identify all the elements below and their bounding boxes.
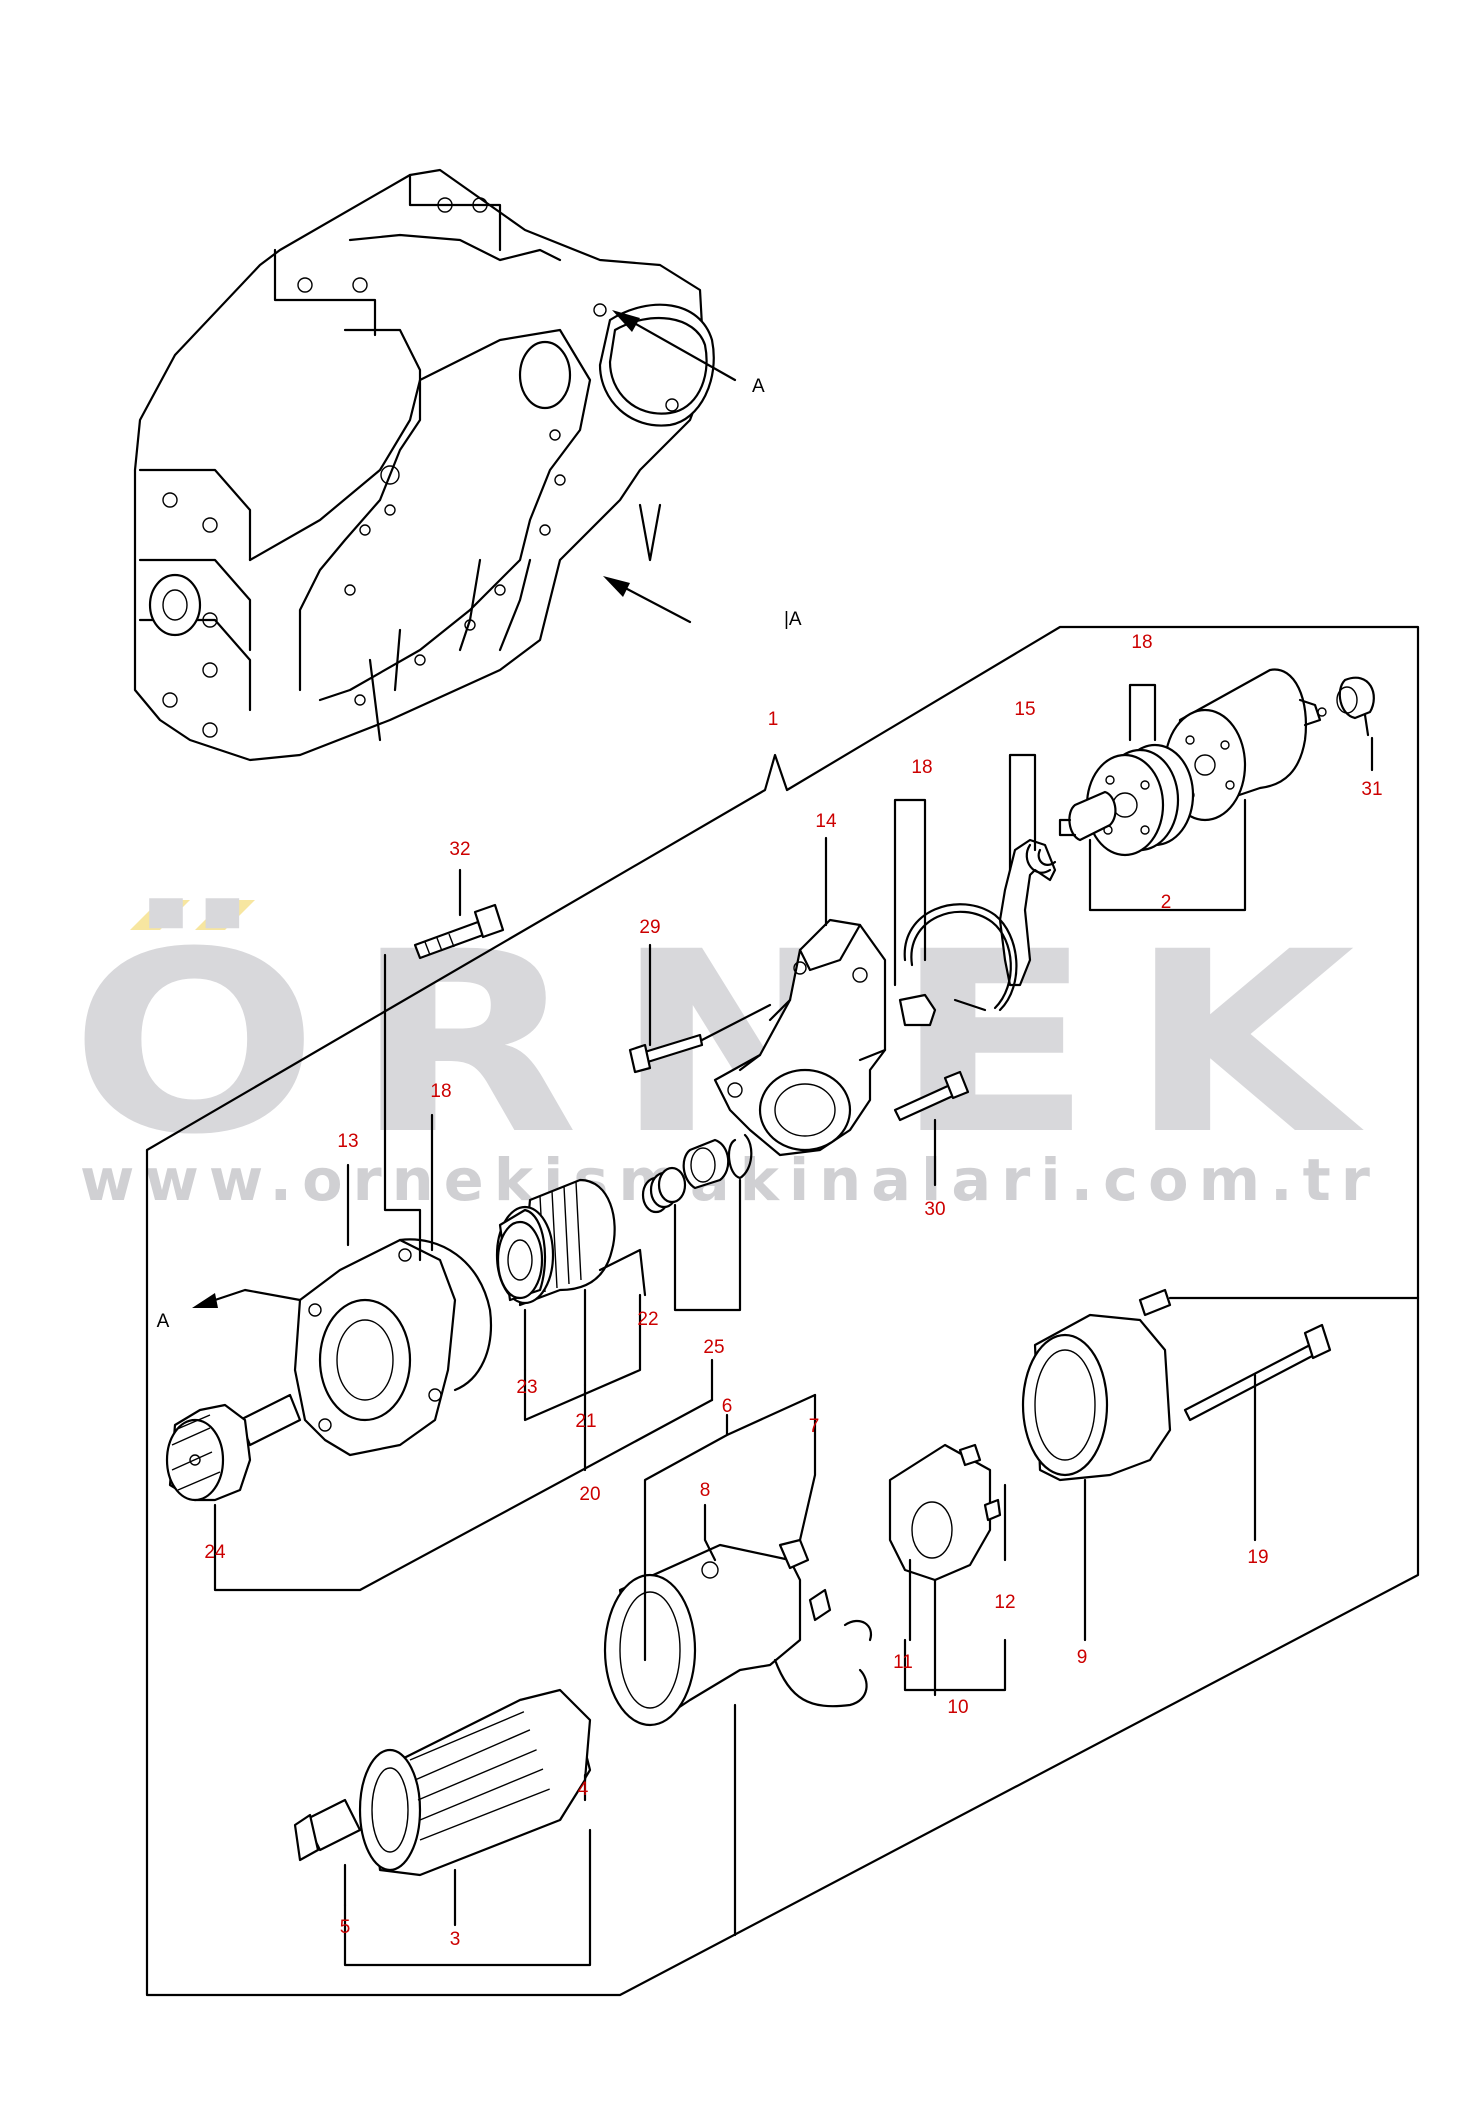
label-view-a-top: A [752, 376, 765, 397]
callout-25: 25 [703, 1337, 724, 1358]
callout-3: 3 [450, 1929, 461, 1950]
spring-collar-ring [641, 1133, 753, 1214]
assembly-boundary [145, 625, 1420, 1997]
callout-7: 7 [809, 1416, 820, 1437]
callout-8: 8 [700, 1480, 711, 1501]
rear-cover [1021, 1288, 1172, 1482]
drive-housing [713, 918, 887, 1157]
callout-22: 22 [637, 1309, 658, 1330]
bolt-29 [628, 1003, 772, 1074]
callout-15: 15 [1014, 699, 1035, 720]
bolt-32 [413, 903, 505, 960]
front-bracket [293, 1238, 492, 1457]
callout-32: 32 [449, 839, 470, 860]
callout-4: 4 [578, 1779, 589, 1800]
callout-18-left: 18 [430, 1081, 451, 1102]
callout-29: 29 [639, 917, 660, 938]
callout-21: 21 [575, 1411, 596, 1432]
callout-20: 20 [579, 1484, 600, 1505]
flywheel-housing [133, 168, 715, 762]
arrow-head-a-left [192, 1293, 218, 1308]
through-bolt [1183, 1323, 1332, 1422]
callout-1: 1 [768, 709, 779, 730]
armature [293, 1688, 592, 1877]
bolt-30 [893, 1070, 970, 1122]
arrow-head-a-side [603, 576, 630, 597]
callout-18-mid: 18 [911, 757, 932, 778]
callout-11: 11 [893, 1652, 913, 1673]
callout-31: 31 [1361, 779, 1382, 800]
watermark-umlaut-right [195, 900, 255, 930]
overrunning-clutch [495, 1178, 616, 1307]
callout-12: 12 [994, 1592, 1015, 1613]
callout-13: 13 [337, 1131, 358, 1152]
reference-arrows: A |A [603, 310, 802, 630]
callout-23: 23 [516, 1377, 537, 1398]
label-view-a-side: |A [784, 609, 802, 630]
label-view-a-left: A [157, 1311, 170, 1332]
o-ring-and-packing [898, 903, 1018, 1027]
solenoid-group [1058, 668, 1375, 857]
leader-lines [192, 683, 1420, 1967]
callout-5: 5 [340, 1917, 351, 1938]
yoke-field-frame [603, 1538, 873, 1727]
callout-2: 2 [1161, 892, 1172, 913]
callout-30: 30 [924, 1199, 945, 1220]
callout-19: 19 [1247, 1547, 1268, 1568]
brush-holder [888, 1443, 1002, 1582]
callout-18-top: 18 [1131, 632, 1152, 653]
callout-10: 10 [947, 1697, 968, 1718]
callouts: 1 2 3 4 5 6 7 8 9 10 11 12 13 14 15 18 1… [157, 632, 1383, 1950]
callout-6: 6 [722, 1396, 733, 1417]
arrow-head-a-top [612, 310, 640, 332]
pinion-gear [165, 1393, 302, 1502]
callout-14: 14 [815, 811, 837, 832]
callout-9: 9 [1077, 1647, 1088, 1668]
watermark-umlaut-left [130, 900, 190, 930]
callout-24: 24 [204, 1542, 226, 1563]
